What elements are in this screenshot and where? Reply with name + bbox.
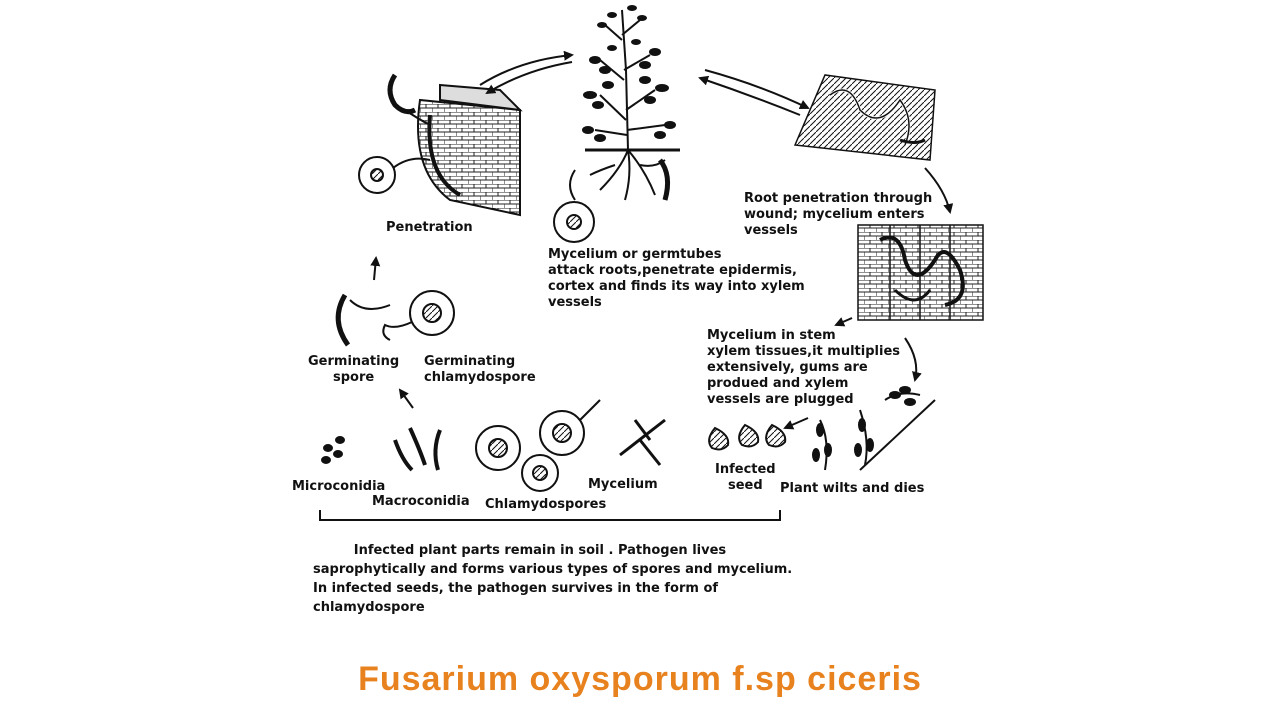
xylem-tissue-drawing [857,224,984,321]
root-spores [553,158,671,243]
slide-title: Fusarium oxysporum f.sp ciceris [358,660,922,698]
root-penetration-drawing [793,74,936,161]
soil-survival-note: Infected plant parts remain in soil . Pa… [313,543,793,615]
spore-types [321,399,666,492]
label-mycelium: Mycelium [588,477,658,492]
label-macroconidia: Macroconidia [372,494,470,509]
label-plant-wilts: Plant wilts and dies [780,481,925,496]
label-mycelium-stem: Mycelium in stem xylem tissues,it multip… [707,328,900,407]
cycle-arrows [370,50,954,430]
healthy-plant [582,5,680,201]
label-mycelium-attack: Mycelium or germtubes attack roots,penet… [548,247,805,310]
penetration-drawing [358,73,523,217]
label-infected-seed: Infected seed [715,462,776,493]
label-germinating-chlamydospore: Germinating chlamydospore [424,354,536,385]
label-chlamydospores: Chlamydospores [485,497,607,512]
germinating-structures [335,290,455,347]
label-germinating-spore: Germinating spore [308,354,400,385]
wilted-plant-drawing [812,386,936,471]
label-microconidia: Microconidia [292,479,386,494]
label-root-penetration: Root penetration through wound; mycelium… [744,191,933,238]
soil-bracket [319,510,781,521]
label-penetration: Penetration [386,220,473,235]
infected-seeds [708,423,787,451]
